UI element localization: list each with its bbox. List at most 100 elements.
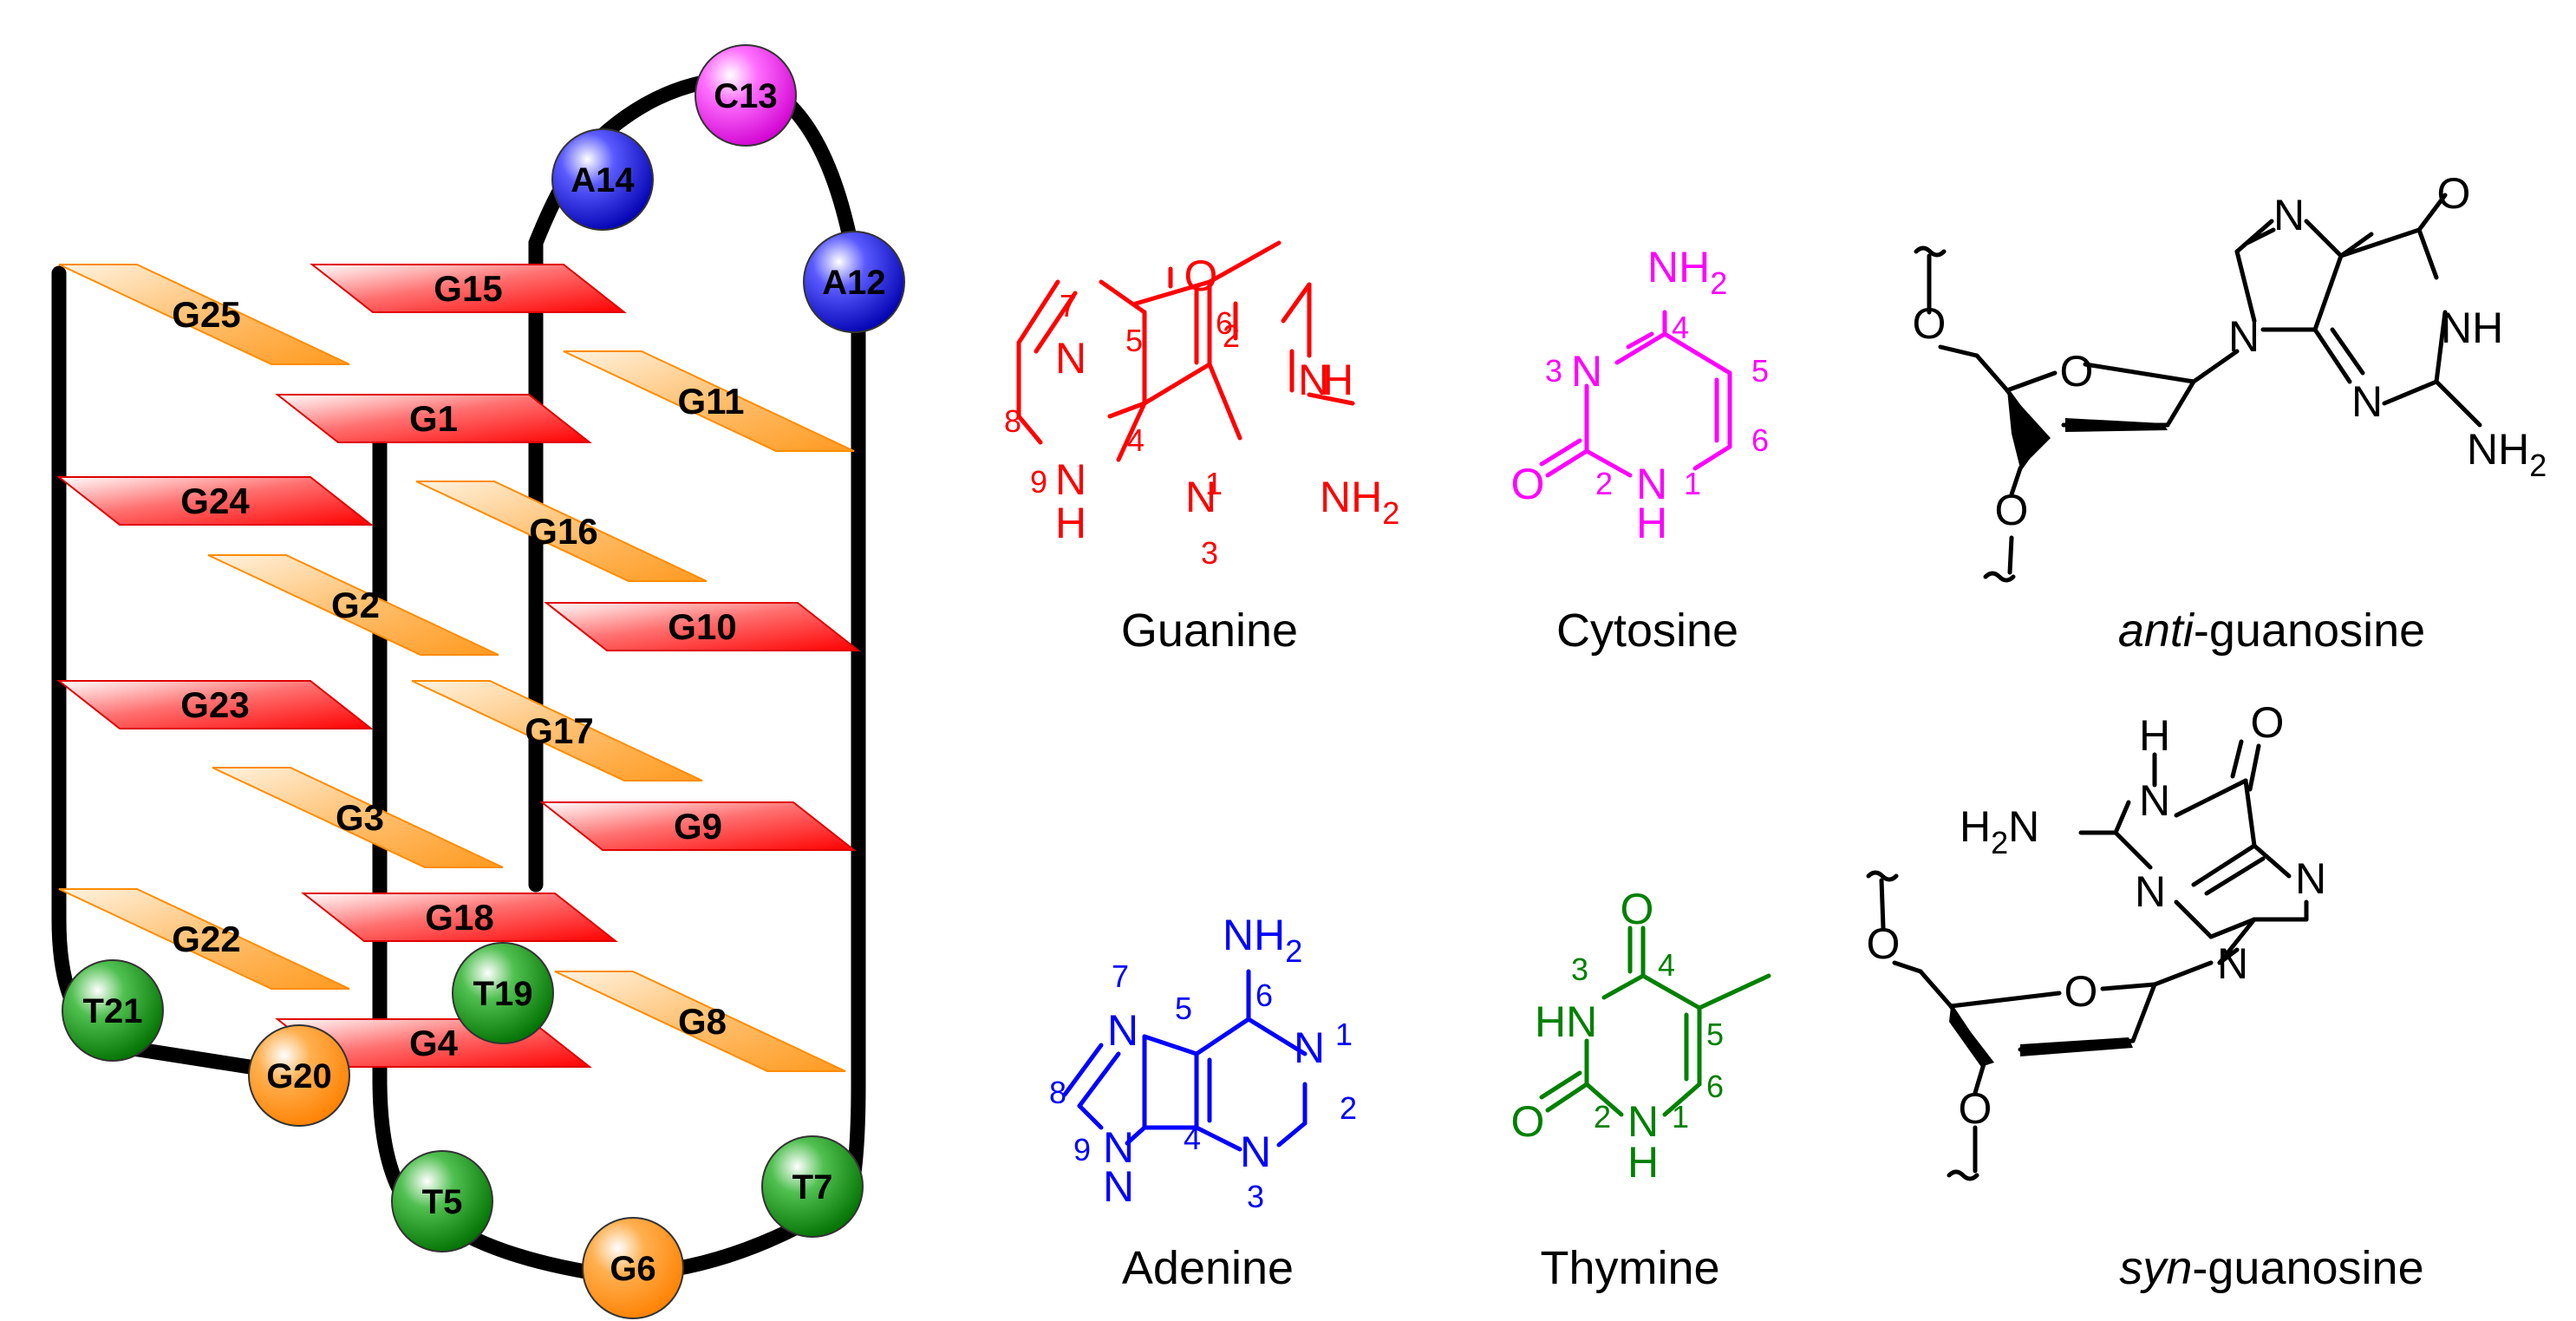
anti-atom-o3: O <box>1995 486 2029 534</box>
guanine-atom-n9: N <box>1055 455 1086 504</box>
plate-g22: G22 <box>58 888 350 990</box>
cytosine-atom-n1h: H <box>1636 499 1667 547</box>
adenine-number-9: 9 <box>1073 1132 1091 1167</box>
thymine-number-2: 2 <box>1594 1099 1611 1135</box>
anti-atom-o: O <box>2437 169 2471 218</box>
guanine-structure: O N H N N N H NH2 1 2 3 4 5 6 7 8 9 Guan… <box>1004 240 1399 657</box>
plate-label: G18 <box>425 897 493 938</box>
plate-g24: G24 <box>56 476 374 526</box>
thymine-atom-n1: N <box>1627 1097 1659 1146</box>
nucleotide-a14: A14 <box>551 128 654 231</box>
guanine-atom-n3: N <box>1185 473 1216 521</box>
adenine-atom-n3: N <box>1240 1128 1271 1176</box>
plate-label: G1 <box>409 398 458 439</box>
plate-label: G9 <box>674 806 722 847</box>
plate-label: G17 <box>525 710 593 751</box>
guanine-number-1: 1 <box>1205 466 1223 501</box>
adenine-atom-n1: N <box>1294 1023 1325 1072</box>
plate-label: G3 <box>336 797 384 838</box>
adenine-number-2: 2 <box>1340 1090 1357 1126</box>
nucleotide-label: G20 <box>266 1057 332 1095</box>
cytosine-number-2: 2 <box>1595 466 1613 501</box>
cytosine-number-6: 6 <box>1751 422 1769 458</box>
nucleotide-label: T19 <box>473 975 533 1013</box>
plate-g15: G15 <box>310 264 627 313</box>
guanine-name: Guanine <box>1121 605 1298 657</box>
adenine-number-1: 1 <box>1335 1017 1353 1052</box>
plate-label: G10 <box>668 606 736 647</box>
anti-atom-n9: N <box>2228 312 2260 361</box>
plate-label: G24 <box>180 481 250 521</box>
thymine-atom-n1h: H <box>1627 1138 1659 1187</box>
nucleotide-t21: T21 <box>62 959 164 1062</box>
syn-guanosine-name: syn-guanosine <box>2119 1242 2423 1294</box>
cytosine-number-5: 5 <box>1751 353 1769 389</box>
nucleotide-g6: G6 <box>582 1217 684 1319</box>
thymine-atom-o2: O <box>1511 1097 1545 1146</box>
thymine-number-5: 5 <box>1706 1017 1724 1052</box>
thymine-number-3: 3 <box>1571 952 1588 987</box>
nucleotide-t5: T5 <box>391 1150 493 1252</box>
nucleotide-g20: G20 <box>248 1024 350 1127</box>
plate-g25: G25 <box>58 264 350 365</box>
nucleotide-label: T7 <box>792 1168 833 1207</box>
thymine-atom-hn: HN <box>1535 997 1597 1046</box>
syn-atom-o-ring: O <box>2064 967 2098 1016</box>
adenine-structure: NH2 N N N N N 1 2 3 4 5 6 7 8 9 Adenine <box>1049 911 1357 1294</box>
thymine-atom-o4: O <box>1621 885 1654 933</box>
adenine-atom-n7: N <box>1107 1006 1138 1055</box>
anti-atom-nh: NH <box>2441 304 2503 352</box>
cytosine-atom-o: O <box>1511 460 1545 508</box>
plate-label: G2 <box>331 585 380 625</box>
cytosine-name: Cytosine <box>1556 605 1738 657</box>
guanine-number-6: 6 <box>1216 305 1233 341</box>
nucleotide-label: T21 <box>83 992 143 1030</box>
plate-g8: G8 <box>554 971 846 1072</box>
thymine-number-1: 1 <box>1672 1099 1689 1135</box>
plate-label: G11 <box>677 381 744 422</box>
thymine-number-6: 6 <box>1706 1069 1724 1104</box>
anti-atom-n3: N <box>2351 377 2383 426</box>
anti-guanosine-name: anti-guanosine <box>2118 605 2425 657</box>
plate-label: G8 <box>678 1001 727 1042</box>
nucleotide-label: T5 <box>422 1183 463 1221</box>
nucleotide-a12: A12 <box>803 231 905 333</box>
cytosine-atom-n1: N <box>1636 460 1667 508</box>
anti-atom-o5: O <box>1913 299 1947 348</box>
adenine-number-8: 8 <box>1049 1075 1066 1110</box>
adenine-number-6: 6 <box>1255 978 1273 1013</box>
anti-atom-nh2: NH2 <box>2467 425 2547 483</box>
adenine-atom-n9h: N <box>1103 1162 1134 1211</box>
anti-atom-o-ring: O <box>2060 347 2094 396</box>
cytosine-structure: NH2 N O N H 1 2 3 4 5 6 Cytosine <box>1511 243 1769 657</box>
plate-label: G4 <box>409 1023 459 1063</box>
syn-atom-o3: O <box>1959 1084 1992 1133</box>
plate-g23: G23 <box>56 680 374 729</box>
nucleotide-t7: T7 <box>761 1135 864 1238</box>
nucleotide-t19: T19 <box>452 942 554 1044</box>
nucleotide-label: A12 <box>822 264 885 302</box>
guanine-atom-n1: N <box>1298 356 1329 404</box>
guanine-number-5: 5 <box>1125 323 1143 358</box>
guanine-number-2: 2 <box>1223 318 1240 354</box>
plate-g11: G11 <box>563 350 855 452</box>
plate-label: G16 <box>529 511 597 552</box>
adenine-number-7: 7 <box>1112 958 1129 994</box>
cytosine-number-3: 3 <box>1545 353 1562 389</box>
adenine-number-5: 5 <box>1175 991 1192 1026</box>
syn-atom-o5: O <box>1867 919 1901 968</box>
thymine-structure: O HN O N H 1 2 3 4 5 6 Thymine <box>1511 885 1771 1294</box>
plate-g9: G9 <box>539 801 857 851</box>
adenine-atom-n9: N <box>1103 1123 1134 1172</box>
syn-guanosine-structure: H N O H2N N N N O O O syn-guanosine <box>1866 698 2424 1294</box>
plate-g17: G17 <box>411 680 703 781</box>
thymine-name: Thymine <box>1540 1242 1719 1294</box>
plate-g18: G18 <box>301 893 618 942</box>
plate-label: G22 <box>172 919 240 959</box>
anti-guanosine-structure: O O O N N O NH N NH2 anti-guanosine <box>1913 169 2547 657</box>
cytosine-atom-nh2: NH2 <box>1647 243 1727 301</box>
